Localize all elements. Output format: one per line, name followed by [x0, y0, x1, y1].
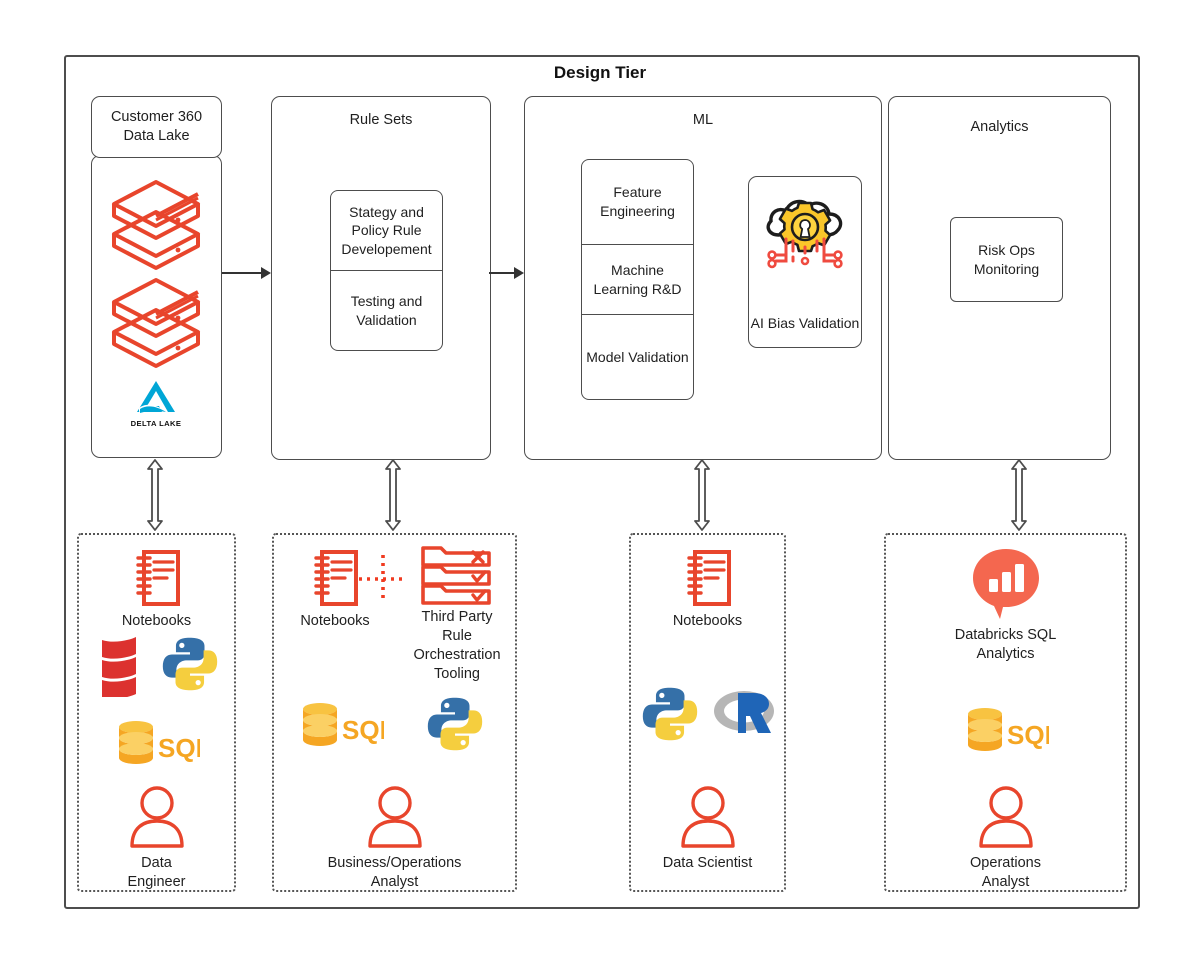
tp-line4: Tooling — [434, 665, 480, 682]
sql-database-icon: SQL — [286, 700, 396, 750]
tool-python[interactable] — [157, 635, 223, 693]
box-feature-engineering[interactable]: Feature Engineering — [581, 159, 694, 245]
persona-role-line2: Engineer — [127, 874, 186, 891]
panel-customer360: DELTA LAKE — [91, 155, 222, 458]
tool-r[interactable] — [709, 685, 779, 741]
python-logo — [637, 685, 703, 743]
delta-lake-logo: DELTA LAKE — [125, 378, 187, 428]
persona-panel-operations-analyst[interactable]: Databricks SQL Analytics SQL — [884, 533, 1127, 892]
double-arrow-icon — [144, 458, 166, 532]
cloud-gear-circuit-icon — [759, 191, 851, 277]
persona-avatar: Operations Analyst — [886, 784, 1125, 892]
delta-lake-label: DELTA LAKE — [130, 419, 182, 428]
tp-line1: Third Party — [421, 609, 493, 625]
person-icon — [79, 784, 234, 848]
persona-avatar: Business/Operations Analyst — [274, 784, 515, 892]
page-title: Design Tier — [553, 63, 647, 82]
arrow-head-icon — [514, 267, 524, 279]
box-strategy-policy-rule-development[interactable]: Stategy and Policy Rule Developement — [330, 190, 443, 271]
arrow-head-icon — [261, 267, 271, 279]
persona-panel-data-engineer[interactable]: Notebooks — [77, 533, 236, 892]
tool-label: Notebooks — [121, 613, 192, 629]
arrow-shaft — [222, 272, 261, 274]
tool-notebooks[interactable]: Notebooks — [631, 547, 784, 631]
tool-sql[interactable]: SQL — [79, 718, 234, 768]
panel-header-customer360[interactable]: Customer 360 Data Lake — [91, 96, 222, 158]
db-line2: Analytics — [976, 646, 1035, 663]
panel-title-analytics: Analytics — [970, 119, 1029, 135]
persona-role-line2: Analyst — [981, 874, 1030, 891]
python-logo — [410, 695, 500, 753]
notebook-icon — [79, 547, 234, 609]
server-stack-icon — [106, 176, 206, 271]
server-stack-icon — [106, 274, 206, 369]
box-label: Feature Engineering — [600, 184, 675, 219]
databricks-sql-analytics-icon — [886, 545, 1125, 623]
tool-sql[interactable]: SQL — [286, 700, 396, 750]
persona-role-line1: Business/Operations — [327, 855, 462, 871]
r-logo — [709, 685, 779, 741]
persona-role-line2: Analyst — [370, 874, 419, 891]
dotted-plus-icon — [354, 550, 414, 608]
sql-database-icon: SQL — [886, 705, 1125, 755]
persona-panel-data-scientist[interactable]: Notebooks — [629, 533, 786, 892]
double-arrow-icon — [691, 458, 713, 532]
tp-line2: Rule — [442, 627, 472, 644]
persona-avatar: Data Engineer — [79, 784, 234, 892]
persona-avatar: Data Scientist — [631, 784, 784, 873]
notebook-icon — [280, 547, 390, 609]
tool-python[interactable] — [637, 685, 703, 743]
person-icon — [631, 784, 784, 848]
sql-database-icon: SQL — [79, 718, 234, 768]
card-label-ai-bias-validation: AI Bias Validation — [750, 315, 860, 332]
scala-logo — [89, 635, 149, 697]
box-risk-ops-monitoring[interactable]: Risk Ops Monitoring — [950, 217, 1063, 302]
tool-notebooks[interactable]: Notebooks — [280, 547, 390, 631]
tool-scala[interactable] — [89, 635, 149, 697]
svg-text:SQL: SQL — [1007, 720, 1049, 750]
tool-third-party-rule-orchestration[interactable]: Third Party Rule Orchestration Tooling — [402, 543, 512, 683]
double-arrow-icon — [1008, 458, 1030, 532]
python-logo — [157, 635, 223, 693]
customer360-title-line1: Customer 360 — [110, 108, 203, 125]
box-testing-and-validation[interactable]: Testing and Validation — [330, 271, 443, 351]
panel-title-rulesets: Rule Sets — [349, 112, 413, 128]
person-icon — [274, 784, 515, 848]
tool-python[interactable] — [410, 695, 500, 753]
flow-arrow-rulesets-to-ml — [489, 267, 524, 279]
persona-role-line1: Operations — [970, 855, 1041, 871]
notebook-icon — [631, 547, 784, 609]
box-machine-learning-rnd[interactable]: Machine Learning R&D — [581, 245, 694, 315]
tool-label: Notebooks — [300, 613, 370, 629]
rule-tooling-icon — [402, 543, 512, 605]
tp-line3: Orchestration — [413, 646, 501, 663]
persona-role-line1: Data Scientist — [662, 855, 753, 871]
box-label: Testing and Validation — [350, 292, 423, 328]
panel-title-ml: ML — [692, 112, 714, 128]
customer360-title-line2: Data Lake — [123, 128, 190, 144]
box-label: Machine Learning R&D — [593, 261, 682, 297]
tool-databricks-sql-analytics[interactable]: Databricks SQL Analytics — [886, 545, 1125, 664]
box-label: Model Validation — [586, 348, 689, 365]
svg-text:SQL: SQL — [342, 715, 384, 745]
arrow-shaft — [489, 272, 514, 274]
tool-sql[interactable]: SQL — [886, 705, 1125, 755]
persona-role-line1: Data — [141, 855, 172, 871]
svg-text:SQL: SQL — [158, 733, 200, 763]
double-arrow-icon — [382, 458, 404, 532]
box-model-validation[interactable]: Model Validation — [581, 315, 694, 400]
db-line1: Databricks SQL — [954, 627, 1057, 643]
tool-label: Notebooks — [672, 613, 743, 629]
flow-arrow-customer360-to-rulesets — [222, 267, 271, 279]
tool-notebooks[interactable]: Notebooks — [79, 547, 234, 631]
card-ai-bias-validation[interactable]: AI Bias Validation — [748, 176, 862, 348]
person-icon — [886, 784, 1125, 848]
box-label: Stategy and Policy Rule Developement — [341, 203, 432, 257]
box-label: Risk Ops Monitoring — [973, 241, 1040, 277]
persona-panel-business-operations-analyst[interactable]: Notebooks — [272, 533, 517, 892]
